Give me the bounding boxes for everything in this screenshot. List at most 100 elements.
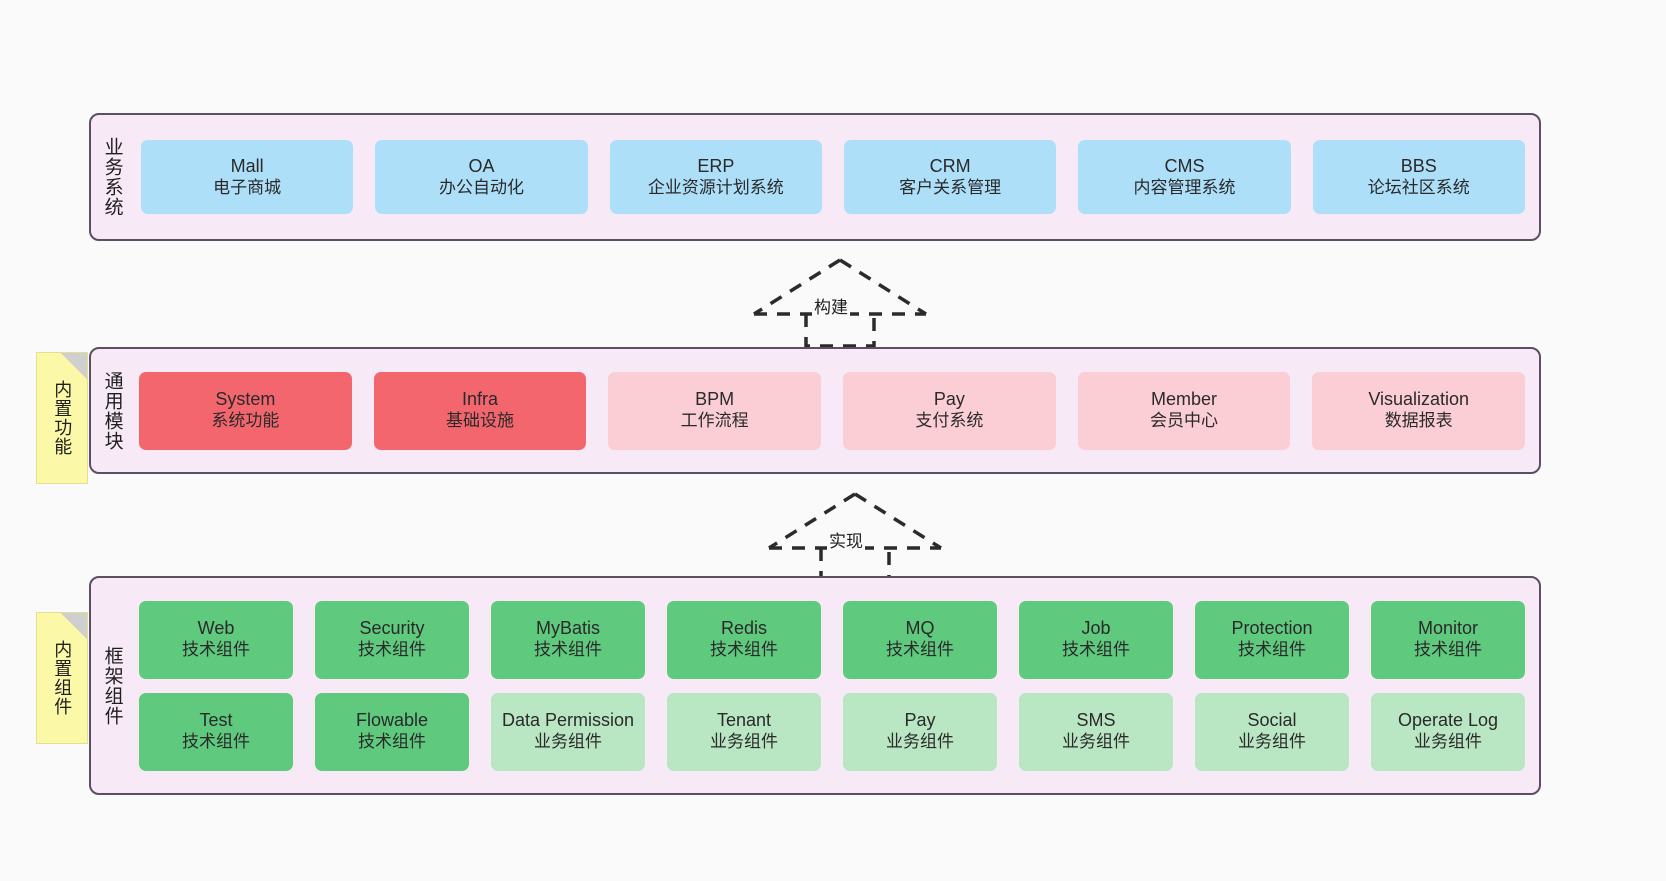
module-card-desc: 业务组件 [710, 732, 778, 752]
module-card-name: Pay [933, 389, 965, 410]
module-card-name: Infra [461, 389, 499, 410]
module-card-name: Visualization [1368, 389, 1470, 410]
module-card-name: BBS [1400, 155, 1437, 176]
module-card-name: OA [468, 155, 495, 176]
module-card-name: Member [1151, 389, 1218, 410]
module-card-desc: 企业资源计划系统 [647, 177, 784, 197]
module-card-desc: 支付系统 [915, 411, 984, 431]
sticky-note-builtin-features: 内置功能 [36, 352, 88, 484]
module-card-desc: 客户关系管理 [899, 177, 1002, 197]
connector-build-label: 构建 [812, 293, 850, 318]
module-card-name: Security [359, 618, 425, 639]
folded-corner-icon [61, 353, 87, 379]
module-card-desc: 办公自动化 [438, 177, 524, 197]
sticky-note-label: 内置功能 [52, 380, 73, 456]
connector-build: 构建 [750, 256, 930, 348]
module-card-desc: 业务组件 [886, 732, 954, 752]
module-card-desc: 技术组件 [358, 640, 426, 660]
module-card-desc: 基础设施 [446, 411, 514, 431]
module-card-name: Operate Log [1397, 710, 1499, 731]
module-card-name: Protection [1231, 618, 1313, 639]
module-card-name: Data Permission [501, 710, 635, 731]
module-card-name: System [215, 389, 276, 410]
sticky-note-label: 内置组件 [52, 640, 73, 716]
module-card-desc: 电子商城 [213, 177, 282, 197]
module-card-name: SMS [1076, 710, 1116, 731]
implement-arrow-icon [768, 492, 942, 582]
module-card-name: Job [1081, 618, 1111, 639]
module-card-name: MyBatis [535, 618, 600, 639]
module-card-name: CMS [1164, 155, 1205, 176]
module-card-desc: 技术组件 [182, 732, 250, 752]
module-card-name: Tenant [716, 710, 772, 731]
module-card-name: Mall [230, 155, 264, 176]
sticky-note-builtin-components: 内置组件 [36, 612, 88, 744]
connector-implement: 实现 [765, 490, 945, 582]
build-arrow-icon [753, 258, 927, 348]
module-card-desc: 内容管理系统 [1133, 177, 1236, 197]
module-card-desc: 技术组件 [1414, 640, 1482, 660]
module-card-name: Redis [720, 618, 768, 639]
band-title-framework: 框架组件 [101, 645, 123, 726]
module-card-name: Test [199, 710, 233, 731]
module-card-name: BPM [695, 389, 735, 410]
module-card-desc: 业务组件 [1238, 732, 1306, 752]
module-card-desc: 技术组件 [1062, 640, 1130, 660]
module-card-name: Social [1247, 710, 1297, 731]
module-card-name: Web [197, 618, 235, 639]
module-card-desc: 数据报表 [1384, 411, 1453, 431]
module-card-desc: 业务组件 [534, 732, 602, 752]
module-card-desc: 技术组件 [886, 640, 954, 660]
module-card-desc: 技术组件 [1238, 640, 1306, 660]
module-card-desc: 业务组件 [1414, 732, 1482, 752]
band-title-business: 业务系统 [101, 137, 123, 217]
module-card-desc: 技术组件 [534, 640, 602, 660]
module-card-desc: 工作流程 [680, 411, 749, 431]
band-title-common: 通用模块 [101, 370, 123, 451]
folded-corner-icon [61, 613, 87, 639]
connector-implement-label: 实现 [827, 527, 865, 552]
module-card-name: MQ [905, 618, 935, 639]
module-card-desc: 业务组件 [1062, 732, 1130, 752]
module-card-name: Monitor [1417, 618, 1479, 639]
